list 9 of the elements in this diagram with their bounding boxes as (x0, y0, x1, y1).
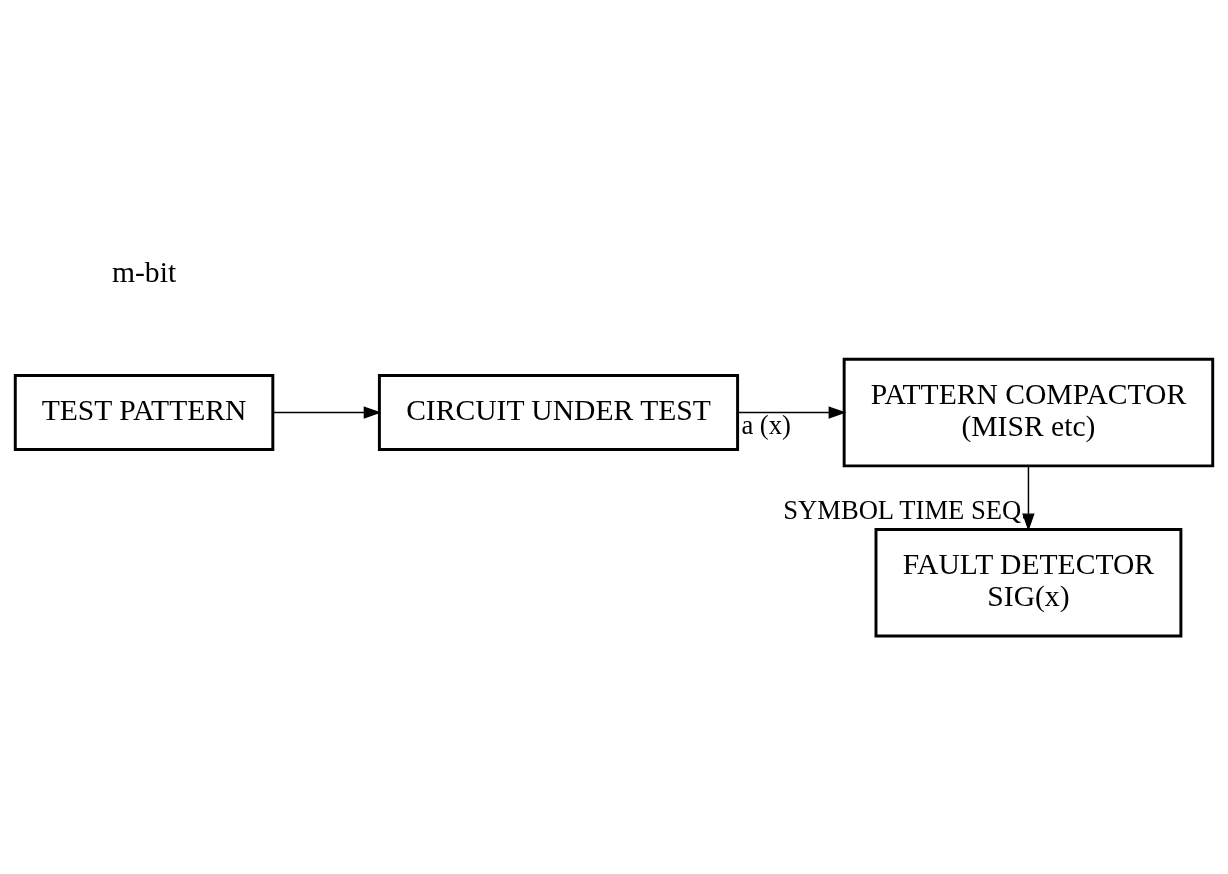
node-box: FAULT DETECTOR SIG(x) (874, 528, 1183, 638)
edge-label: SYMBOL TIME SEQ. (783, 494, 1028, 525)
label: m-bit (111, 256, 177, 289)
arrow (737, 406, 847, 419)
node-box: CIRCUIT UNDER TEST (377, 374, 740, 452)
node-box: PATTERN COMPACTOR (MISR etc) (842, 357, 1215, 468)
node-box: TEST PATTERN (13, 374, 275, 452)
arrow (272, 406, 382, 419)
edge-label: a (x) (741, 409, 791, 440)
